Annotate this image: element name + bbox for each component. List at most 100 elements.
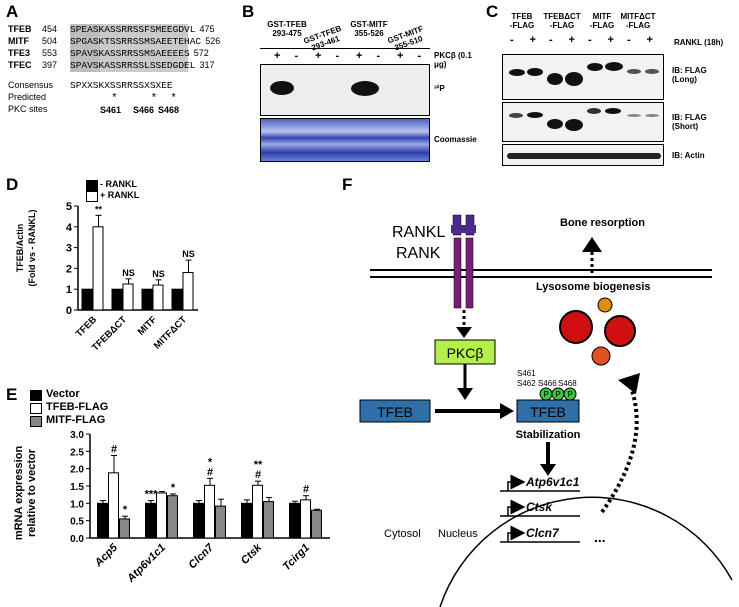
nucleus-label: Nucleus: [438, 528, 478, 540]
site-label-s466: S466: [538, 379, 557, 388]
bar: [92, 226, 104, 311]
autoradiograph: [260, 64, 430, 116]
bar: [171, 288, 183, 311]
consensus-label: Consensus: [8, 80, 54, 90]
predicted-label: Predicted: [8, 92, 47, 102]
coomassie-label: Coomassie: [434, 135, 477, 144]
significance-label: **: [95, 204, 103, 214]
rankl-label: RANKL: [392, 224, 445, 241]
lane-sign: -: [627, 34, 631, 46]
seq-name-tfe3: TFE3: [8, 48, 31, 58]
y-tick-label: 2.0: [70, 465, 84, 476]
y-tick-label: 1.5: [70, 482, 84, 493]
bar: [263, 501, 274, 539]
pkc-amount-label: PKCβ (0.1 μg): [434, 51, 472, 69]
seq-name-tfec: TFEC: [8, 60, 32, 70]
y-tick-label: 0: [66, 305, 72, 317]
panel-label-a: A: [6, 2, 19, 21]
panel-label-b: B: [242, 2, 255, 21]
significance-label: *: [123, 504, 128, 516]
bone-arrow-head: [582, 237, 602, 252]
feedback-curve: [600, 384, 639, 514]
seq-name-mitf: MITF: [8, 36, 29, 46]
category-label: MITFΔCT: [152, 314, 189, 351]
legend-vector: Vector: [46, 388, 80, 400]
seq-name-tfeb: TFEB: [8, 24, 32, 34]
gene-clcn7: Clcn7: [526, 526, 560, 540]
significance-label: NS: [122, 268, 135, 278]
bar: [156, 492, 167, 539]
seq-residues: SPAVSKASSRRSSLSSEDGDEL: [70, 60, 196, 71]
significance-label: *: [208, 456, 213, 468]
lane-sign: +: [356, 50, 363, 62]
lane-sign: -: [549, 34, 553, 46]
significance-label: #: [303, 484, 309, 496]
category-label: Tcirg1: [281, 542, 313, 574]
lane-sign: +: [607, 34, 614, 46]
lysosome-biogenesis-label: Lysosome biogenesis: [536, 281, 651, 293]
blot-flag-short: [502, 102, 664, 142]
nucleus-envelope: [439, 496, 733, 607]
site-label-s462: S462: [517, 379, 536, 388]
y-tick-label: 0.5: [70, 517, 84, 528]
consensus-sequence: SPXXSKXSSRRSSXSXEE: [70, 80, 173, 91]
significance-label: ***: [145, 489, 159, 501]
category-label: Atp6v1c1: [124, 542, 168, 586]
y-tick-label: 3.0: [70, 430, 84, 441]
panel-label-e: E: [6, 385, 18, 404]
y-tick-label: 4: [66, 222, 73, 234]
legend-plus-rankl: + RANKL: [100, 190, 140, 200]
bar: [204, 484, 215, 539]
coomassie-gel: [260, 118, 430, 162]
bar: [145, 502, 156, 539]
cytosol-label: Cytosol: [384, 528, 421, 540]
significance-label: #: [111, 443, 117, 455]
pkc-sites-label: PKC sites: [8, 104, 48, 114]
tfeb-stabilized-label: TFEB: [530, 404, 566, 420]
significance-label: #: [207, 466, 213, 478]
bar: [152, 284, 164, 311]
seq-start: 504: [42, 36, 58, 46]
lane-sign: +: [646, 34, 653, 46]
seq-residues: SPGASKTSSRRSSMSAEETEHAC: [70, 36, 202, 47]
bar: [119, 518, 130, 539]
panel-label-c: C: [486, 2, 499, 21]
seq-start: 454: [42, 24, 58, 34]
significance-label: **: [254, 459, 263, 471]
phospho-p1: P: [543, 390, 548, 399]
rank-receptor: [451, 214, 476, 309]
legend-swatch-plus: [86, 191, 98, 202]
y-tick-label: 5: [66, 201, 72, 213]
lane-sign: +: [274, 50, 281, 62]
lane-sign: +: [529, 34, 536, 46]
legend-swatch-mitf: [30, 416, 42, 427]
seq-start: 397: [42, 60, 58, 70]
lysosomes: [559, 297, 636, 366]
category-label: Acp5: [92, 541, 121, 570]
group-label-1: TFEB -FLAG: [509, 12, 535, 30]
y-tick-label: 2: [66, 263, 72, 275]
blot-flag-long: [502, 54, 664, 100]
panel-label-d: D: [6, 175, 19, 194]
lane-sign: -: [335, 50, 340, 62]
pkc-beta-box: [434, 339, 496, 365]
y-tick-label: 0.0: [70, 534, 84, 545]
target-genes: Atp6v1c1 Ctsk Clcn7 ...: [500, 474, 606, 545]
lane-label-3: GST-MITF 355-526: [350, 20, 388, 38]
blot-label-long: IB: FLAG (Long): [672, 66, 707, 84]
group-label-3: MITF -FLAG: [589, 12, 615, 30]
bar: [182, 272, 194, 311]
panel-e-chart: Vector TFEB-FLAG MITF-FLAG mRNA expressi…: [8, 388, 338, 604]
lane-sign: -: [510, 34, 514, 46]
category-label: TFEB: [74, 314, 99, 339]
bar: [300, 499, 311, 539]
lane-sign: +: [315, 50, 322, 62]
site-s468: S468: [158, 105, 180, 115]
legend-swatch-tfeb: [30, 403, 42, 414]
legend-tfeb-flag: TFEB-FLAG: [46, 401, 109, 413]
pkc-arrow: [457, 388, 473, 400]
lane-label-1: GST-TFEB 293-475: [267, 20, 307, 38]
seq-start: 553: [42, 48, 58, 58]
